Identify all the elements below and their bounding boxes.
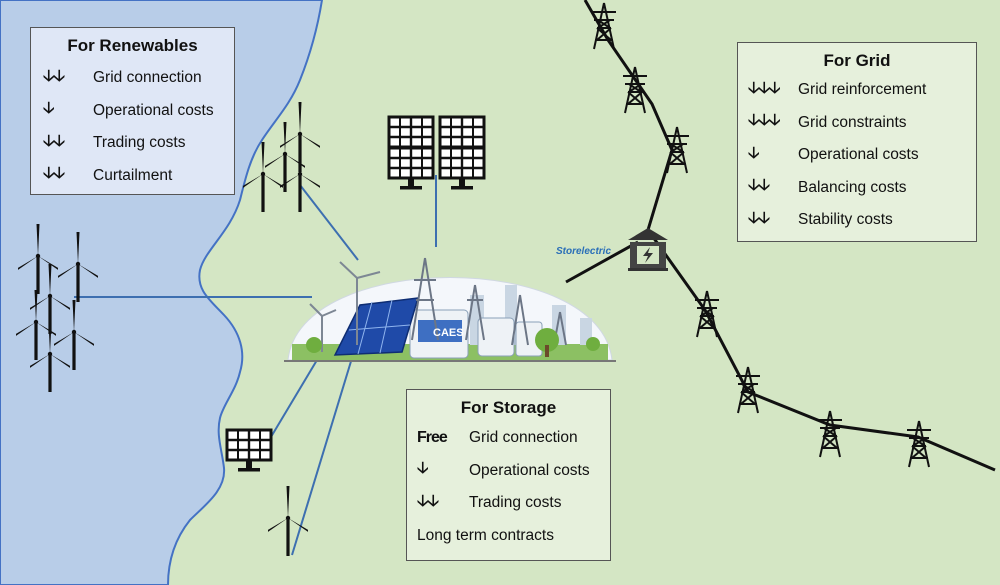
list-item-label: Stability costs xyxy=(798,211,893,229)
down-arrow-icon: 🡣🡣🡣 xyxy=(748,112,780,130)
list-item-label: Grid connection xyxy=(469,429,578,447)
grid-list: 🡣🡣🡣 Grid reinforcement 🡣🡣🡣 Grid constrai… xyxy=(738,74,976,237)
footer-label: Long term contracts xyxy=(417,526,554,544)
list-item-label: Operational costs xyxy=(469,461,590,479)
list-item: 🡣 Operational costs xyxy=(31,95,234,128)
down-arrow-icon: 🡣🡣 xyxy=(748,209,770,227)
list-item: 🡣 Operational costs xyxy=(407,455,610,488)
down-arrow-icon: 🡣 xyxy=(748,144,760,162)
down-arrow-icon: 🡣🡣 xyxy=(43,165,65,183)
list-item-label: Grid constraints xyxy=(798,113,907,131)
storage-footer: Long term contracts xyxy=(407,520,610,553)
hub-grid-link xyxy=(565,240,639,284)
grid-title: For Grid xyxy=(823,51,891,70)
list-item: 🡣🡣 Grid connection xyxy=(31,62,234,95)
grid-panel: For Grid 🡣🡣🡣 Grid reinforcement 🡣🡣🡣 Grid… xyxy=(737,42,977,242)
free-label: Free xyxy=(417,429,448,447)
list-item-label: Trading costs xyxy=(93,134,186,152)
list-item: Free Grid connection xyxy=(407,422,610,455)
renewables-panel: For Renewables 🡣🡣 Grid connection 🡣 Oper… xyxy=(30,27,235,195)
down-arrow-icon: 🡣🡣 xyxy=(43,132,65,150)
renewables-title: For Renewables xyxy=(67,36,198,55)
storage-panel: For Storage Free Grid connection 🡣 Opera… xyxy=(406,389,611,561)
substation-icon xyxy=(628,228,668,271)
list-item-label: Grid connection xyxy=(93,69,202,87)
down-arrow-icon: 🡣🡣 xyxy=(748,177,770,195)
storage-title: For Storage xyxy=(460,398,557,417)
down-arrow-icon: 🡣🡣 xyxy=(43,67,65,85)
list-item: 🡣🡣 Balancing costs xyxy=(738,172,976,205)
list-item-label: Balancing costs xyxy=(798,178,907,196)
down-arrow-icon: 🡣 xyxy=(417,460,429,478)
list-item-label: Grid reinforcement xyxy=(798,81,927,99)
list-item-label: Trading costs xyxy=(469,494,562,512)
down-arrow-icon: 🡣🡣 xyxy=(417,492,439,510)
list-item: 🡣 Operational costs xyxy=(738,139,976,172)
list-item: 🡣🡣 Trading costs xyxy=(407,487,610,520)
list-item-label: Operational costs xyxy=(93,101,214,119)
caes-label: CAES xyxy=(433,327,464,339)
storage-hub-icon xyxy=(284,257,616,362)
list-item-label: Operational costs xyxy=(798,146,919,164)
list-item: 🡣🡣🡣 Grid constraints xyxy=(738,107,976,140)
renewables-list: 🡣🡣 Grid connection 🡣 Operational costs 🡣… xyxy=(31,62,234,192)
storage-list: Free Grid connection 🡣 Operational costs… xyxy=(407,422,610,552)
down-arrow-icon: 🡣🡣🡣 xyxy=(748,79,780,97)
list-item: 🡣🡣 Curtailment xyxy=(31,160,234,193)
list-item-label: Curtailment xyxy=(93,166,173,184)
list-item: 🡣🡣 Stability costs xyxy=(738,204,976,237)
list-item: 🡣🡣 Trading costs xyxy=(31,127,234,160)
transmission-line xyxy=(583,0,996,472)
brand-logo: Storelectric xyxy=(556,246,612,257)
down-arrow-icon: 🡣 xyxy=(43,100,55,118)
list-item: 🡣🡣🡣 Grid reinforcement xyxy=(738,74,976,107)
